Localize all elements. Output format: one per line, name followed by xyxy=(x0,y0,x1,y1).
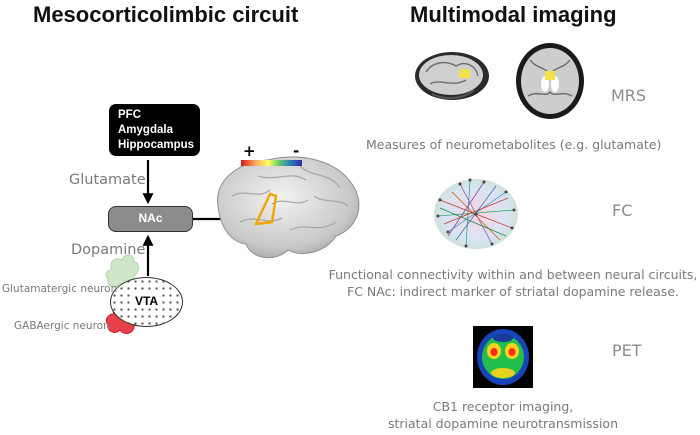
lateral-brain-image xyxy=(217,156,360,259)
mrs-axial-brain-image xyxy=(516,43,584,119)
fc-connectome-brain-image xyxy=(434,178,518,249)
gabaergic-neuron-label: GABAergic neuron xyxy=(14,320,110,332)
pet-description-line-2: striatal dopamine neurotransmission xyxy=(387,416,618,431)
vta-node: VTA xyxy=(110,277,183,327)
nac-node: NAc xyxy=(108,206,193,232)
pet-scan-image xyxy=(473,326,533,388)
fc-description-line-2: FC NAc: indirect marker of striatal dopa… xyxy=(347,284,679,299)
input-regions-box: PFC Amygdala Hippocampus xyxy=(109,104,200,156)
pet-description: CB1 receptor imaging, striatal dopamine … xyxy=(383,398,623,432)
glutamatergic-neuron-label: Glutamatergic neuron xyxy=(2,283,118,295)
right-panel-title: Multimodal imaging xyxy=(410,2,617,27)
pet-description-line-1: CB1 receptor imaging, xyxy=(432,399,574,414)
vta-label: VTA xyxy=(132,294,161,308)
glutamate-label: Glutamate xyxy=(69,172,146,188)
nac-highlight-region xyxy=(253,192,278,226)
mrs-voxel-sagittal xyxy=(459,69,470,78)
region-pfc: PFC xyxy=(118,109,141,121)
pet-label: PET xyxy=(612,341,642,360)
dopamine-label: Dopamine xyxy=(71,242,146,258)
mrs-voxel-axial xyxy=(545,71,555,80)
left-panel-title: Mesocorticolimbic circuit xyxy=(33,2,299,27)
fc-description-line-1: Functional connectivity within and betwe… xyxy=(328,267,698,282)
mrs-sagittal-brain-image xyxy=(415,52,489,100)
color-scale-bar xyxy=(241,160,302,166)
mrs-label: MRS xyxy=(611,86,647,105)
fc-description: Functional connectivity within and betwe… xyxy=(325,266,700,300)
region-amygdala: Amygdala xyxy=(118,124,173,136)
region-hippocampus: Hippocampus xyxy=(118,139,195,151)
mrs-description: Measures of neurometabolites (e.g. gluta… xyxy=(366,137,662,152)
fc-label: FC xyxy=(612,201,633,220)
scale-plus-label: + xyxy=(243,142,256,160)
scale-minus-label: - xyxy=(293,142,300,160)
